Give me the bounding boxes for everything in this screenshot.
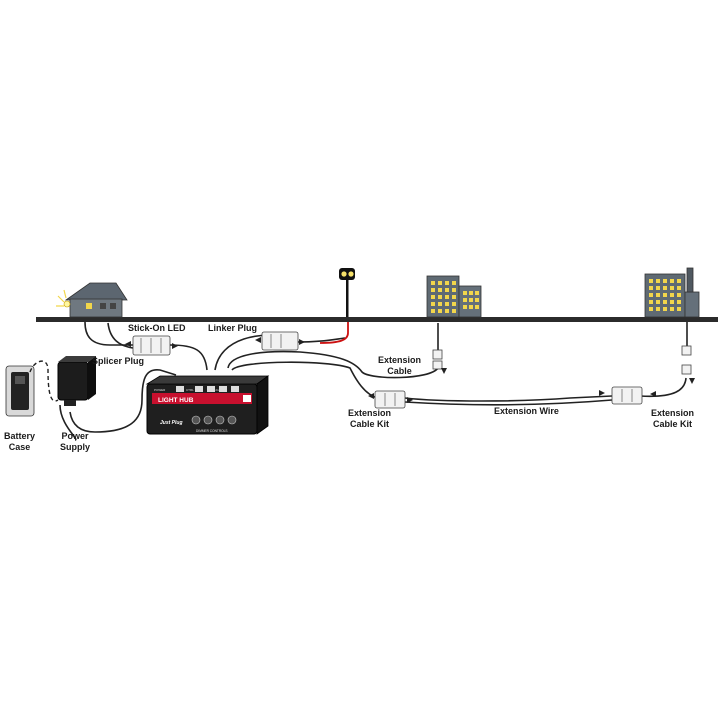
window-light	[431, 288, 435, 292]
dimmer-knob-icon	[191, 415, 201, 425]
window-light	[438, 309, 442, 313]
hub-port-light: LIGHT	[214, 388, 223, 392]
label-linker-plug: Linker Plug	[208, 323, 258, 333]
linker-plug-icon	[261, 331, 299, 351]
window-light	[656, 279, 660, 283]
hub-controls-caption: DIMMER CONTROLS	[196, 429, 228, 433]
window-light	[677, 293, 681, 297]
arrow-icons	[125, 337, 695, 403]
window-light	[452, 309, 456, 313]
window-light	[475, 291, 479, 295]
window-light	[469, 298, 473, 302]
factory-building-right-icon	[644, 267, 700, 318]
window-light	[438, 295, 442, 299]
window-light	[663, 307, 667, 311]
window-light	[431, 295, 435, 299]
window-light	[670, 293, 674, 297]
window-light	[677, 279, 681, 283]
window-light	[463, 291, 467, 295]
label-splicer-plug: Splicer Plug	[92, 356, 145, 366]
light-hub-device: LIGHT HUB POWER CTRL LIGHT Just Plug DIM…	[145, 375, 270, 435]
house-icon	[56, 282, 128, 318]
window-light	[431, 309, 435, 313]
lamp-wire-red	[319, 322, 349, 344]
splicer-plug-icon	[132, 335, 171, 356]
window-light	[670, 286, 674, 290]
window-light	[677, 286, 681, 290]
street-lamp-icon	[339, 268, 355, 317]
window-light	[670, 307, 674, 311]
window-light	[475, 305, 479, 309]
hub-title: LIGHT HUB	[158, 397, 194, 404]
window-light	[656, 293, 660, 297]
window-light	[663, 293, 667, 297]
window-light	[649, 293, 653, 297]
hub-port-ctrl: CTRL	[186, 388, 194, 392]
window-light	[445, 309, 449, 313]
window-light	[445, 295, 449, 299]
dimmer-knob-icon	[215, 415, 225, 425]
window-light	[445, 302, 449, 306]
window-light	[663, 300, 667, 304]
window-light	[431, 302, 435, 306]
window-light	[663, 286, 667, 290]
extension-cable-connector-icon	[432, 349, 443, 370]
hub-brand: Just Plug	[160, 420, 183, 426]
power-supply-icon	[57, 356, 96, 406]
window-light	[656, 307, 660, 311]
window-light	[431, 281, 435, 285]
window-light	[670, 279, 674, 283]
window-light	[445, 281, 449, 285]
window-light	[469, 291, 473, 295]
window-light	[649, 279, 653, 283]
window-light	[452, 281, 456, 285]
window-light	[649, 286, 653, 290]
extension-cable-kit-left-icon	[374, 390, 406, 409]
window-light	[475, 298, 479, 302]
window-light	[452, 302, 456, 306]
dimmer-knob-icon	[203, 415, 213, 425]
window-light	[649, 300, 653, 304]
factory-building-left-icon	[426, 275, 482, 318]
window-light	[656, 286, 660, 290]
window-light	[663, 279, 667, 283]
window-light	[445, 288, 449, 292]
window-light	[463, 305, 467, 309]
window-light	[463, 298, 467, 302]
label-extension-wire: Extension Wire	[494, 406, 559, 416]
window-light	[438, 288, 442, 292]
window-light	[438, 281, 442, 285]
label-stick-on-led: Stick-On LED	[128, 323, 186, 333]
window-light	[670, 300, 674, 304]
layout-baseline	[36, 317, 718, 322]
extension-cable-connector-right-icon	[681, 345, 692, 375]
window-light	[677, 300, 681, 304]
extension-cable-kit-right-icon	[611, 386, 643, 405]
window-light	[649, 307, 653, 311]
wires	[59, 321, 688, 441]
window-light	[656, 300, 660, 304]
hub-port-power: POWER	[154, 388, 166, 392]
battery-case-icon	[5, 360, 59, 417]
window-light	[452, 295, 456, 299]
window-light	[452, 288, 456, 292]
window-light	[469, 305, 473, 309]
dimmer-knob-icon	[227, 415, 237, 425]
window-light	[438, 302, 442, 306]
window-light	[677, 307, 681, 311]
